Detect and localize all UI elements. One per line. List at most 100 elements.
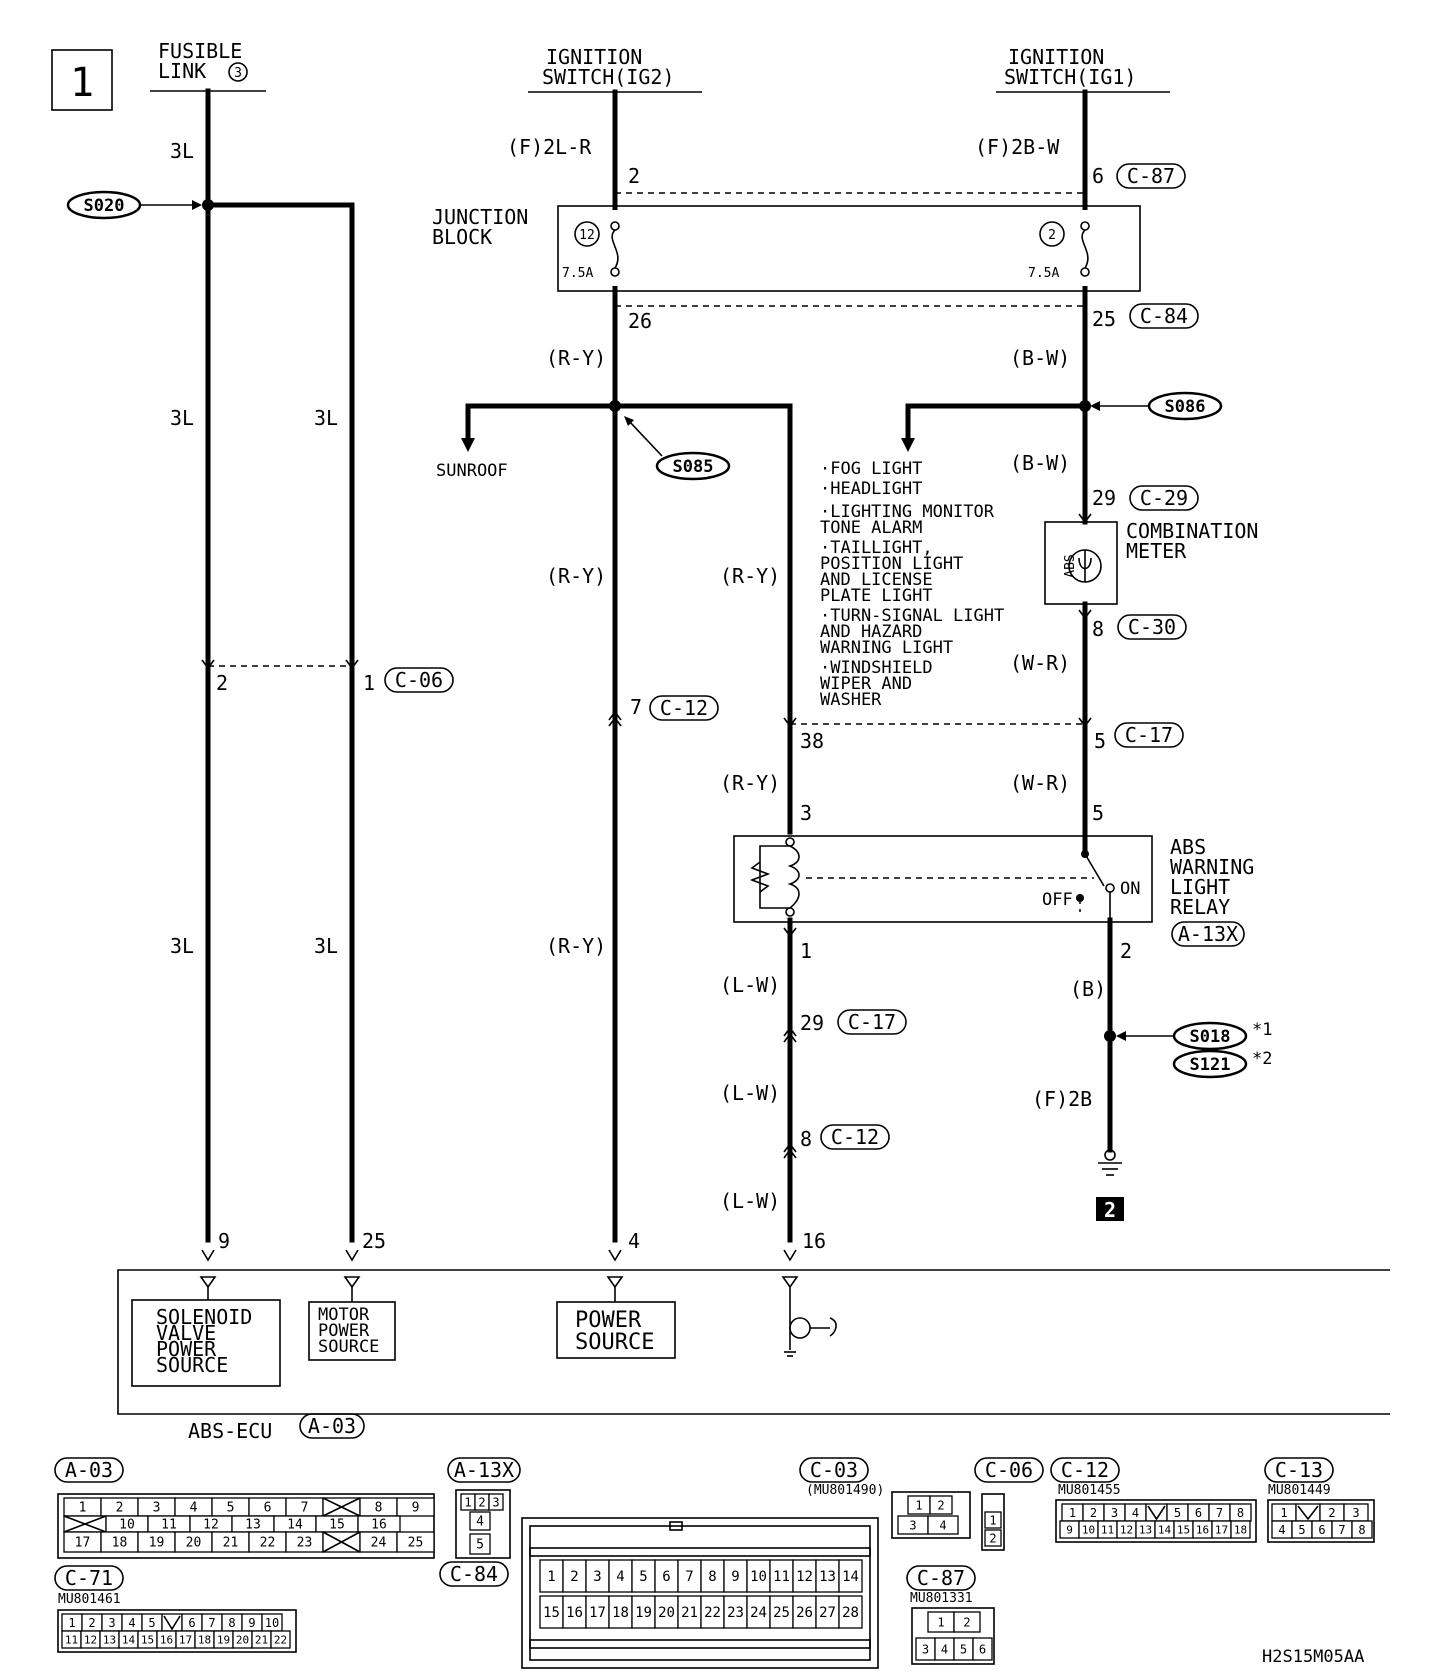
svg-text:ABS: ABS	[1170, 835, 1206, 859]
svg-text:PLATE LIGHT: PLATE LIGHT	[820, 586, 933, 606]
connector-pin-number: 19	[635, 1605, 652, 1621]
connector-pin-number: 11	[65, 1633, 78, 1646]
splice-s086: S086	[1090, 391, 1223, 421]
connector-pin-number: 14	[122, 1633, 136, 1646]
svg-text:(L-W): (L-W)	[720, 1081, 780, 1105]
connector-pin-number: 4	[616, 1569, 624, 1585]
connector-pin-number: 7	[685, 1569, 693, 1585]
svg-text:SWITCH(IG1): SWITCH(IG1)	[1004, 65, 1136, 89]
connector-pin-number: 13	[245, 1518, 261, 1533]
connector-c06: C-06 12	[974, 1457, 1044, 1551]
svg-text:(R-Y): (R-Y)	[546, 564, 606, 588]
connector-pin-number: 2	[88, 1616, 95, 1630]
svg-text:3L: 3L	[170, 139, 194, 163]
svg-text:4: 4	[628, 1229, 640, 1253]
svg-text:25: 25	[1092, 307, 1116, 331]
svg-text:3L: 3L	[170, 934, 194, 958]
connector-pin-number: 8	[708, 1569, 716, 1585]
connector-pin-number: 1	[989, 1513, 996, 1527]
connector-pin-number: 4	[476, 1515, 484, 1530]
svg-text:METER: METER	[1126, 539, 1187, 563]
svg-text:9: 9	[218, 1229, 230, 1253]
svg-text:VALVE: VALVE	[156, 1321, 216, 1345]
svg-text:6: 6	[1092, 164, 1104, 188]
svg-text:(L-W): (L-W)	[720, 973, 780, 997]
connector-pin-number: 1	[915, 1498, 922, 1512]
svg-text:C-06: C-06	[395, 668, 443, 692]
wire-ry-branch	[612, 403, 793, 835]
svg-text:C-87: C-87	[1127, 164, 1175, 188]
svg-text:IGNITION: IGNITION	[1008, 45, 1104, 69]
connector-pin-number: 4	[1278, 1523, 1285, 1537]
connector-pin-number: 9	[1066, 1523, 1073, 1536]
svg-text:(W-R): (W-R)	[1010, 651, 1070, 675]
connector-pin-number: 9	[248, 1616, 255, 1630]
connector-pin-number: 3	[1352, 1506, 1359, 1520]
connector-pin-number: 1	[68, 1616, 75, 1630]
svg-text:7.5A: 7.5A	[1028, 266, 1059, 281]
connector-pin-number: 26	[796, 1605, 813, 1621]
connector-pin-number: 17	[179, 1633, 192, 1646]
svg-text:C-03: C-03	[810, 1458, 858, 1482]
connector-pin-number: 2	[570, 1569, 578, 1585]
connector-pin-number: 9	[412, 1501, 420, 1516]
connector-pin-number: 17	[1215, 1523, 1228, 1536]
svg-text:SOLENOID: SOLENOID	[156, 1305, 252, 1329]
connector-pin-number: 3	[108, 1616, 115, 1630]
connector-pin-number: 17	[589, 1605, 606, 1621]
svg-text:5: 5	[1094, 729, 1106, 753]
connector-pin-number: 3	[153, 1501, 161, 1516]
svg-text:·WINDSHIELD: ·WINDSHIELD	[820, 658, 933, 678]
svg-text:3L: 3L	[170, 406, 194, 430]
combination-meter: 29 ABS COMBINATION METER 8	[1044, 486, 1258, 641]
connector-pin-number: 2	[989, 1531, 996, 1545]
connector-pin-cell	[953, 1611, 981, 1633]
svg-text:3: 3	[800, 801, 812, 825]
connector-pin-cell	[270, 1630, 291, 1649]
svg-text:(W-R): (W-R)	[1010, 771, 1070, 795]
connector-pin-number: 14	[842, 1569, 859, 1585]
connector-pin-number: 23	[727, 1605, 744, 1621]
svg-text:(R-Y): (R-Y)	[720, 771, 780, 795]
connector-pin-cell	[984, 1511, 1002, 1529]
connector-pin-cell	[838, 1595, 863, 1629]
connector-pin-number: 18	[612, 1605, 629, 1621]
svg-text:1: 1	[800, 939, 812, 963]
connector-pin-number: 17	[75, 1536, 91, 1551]
svg-text:1: 1	[363, 671, 375, 695]
svg-text:WASHER: WASHER	[820, 690, 882, 710]
blank-pin-mark	[63, 1515, 107, 1533]
splice-dot-s085	[609, 400, 621, 412]
connector-pin-number: 8	[1237, 1506, 1244, 1520]
bw-branch-loads: ·FOG LIGHT ·HEADLIGHT ·LIGHTING MONITOR …	[820, 459, 1004, 710]
svg-text:·TURN-SIGNAL LIGHT: ·TURN-SIGNAL LIGHT	[820, 606, 1004, 626]
connector-pin-number: 10	[750, 1569, 767, 1585]
svg-text:25: 25	[362, 1229, 386, 1253]
svg-text:2: 2	[216, 671, 228, 695]
svg-text:AND HAZARD: AND HAZARD	[820, 622, 922, 642]
key-notch-mark	[1147, 1505, 1166, 1521]
svg-text:A-13X: A-13X	[1178, 922, 1238, 946]
connector-pin-number: 1	[1280, 1506, 1287, 1520]
splice-s121: S121 *2	[1172, 1049, 1272, 1079]
connector-pin-number: 22	[274, 1633, 287, 1646]
svg-text:ABS-ECU: ABS-ECU	[188, 1419, 272, 1443]
svg-text:SOURCE: SOURCE	[318, 1337, 379, 1357]
connector-pin-number: 5	[227, 1501, 235, 1516]
connector-pin-number: 5	[1174, 1506, 1181, 1520]
connector-pin-number: 6	[979, 1642, 986, 1656]
fusible-link-source: FUSIBLE LINK 3	[150, 39, 266, 92]
svg-text:WARNING: WARNING	[1170, 855, 1254, 879]
connector-pin-number: 11	[161, 1518, 177, 1533]
connector-pin-number: 3	[922, 1642, 929, 1656]
connector-pin-number: 7	[1338, 1523, 1345, 1537]
connector-pin-number: 4	[128, 1616, 135, 1630]
connector-pin-number: 1	[1069, 1506, 1076, 1520]
connector-pin-cell	[929, 1495, 953, 1515]
